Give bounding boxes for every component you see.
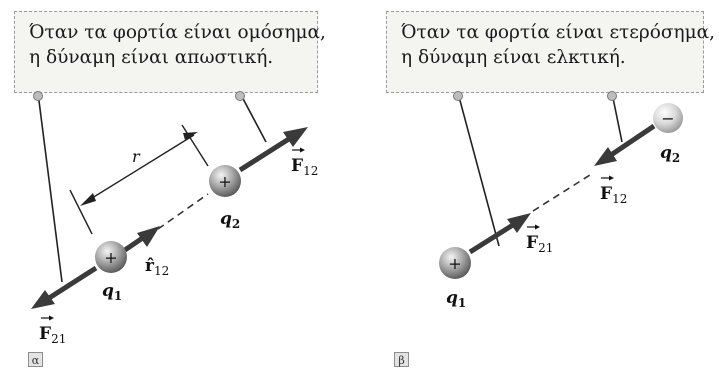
f12-b-vector-bar-head <box>609 175 614 181</box>
label-r: r <box>132 147 141 166</box>
panel-tag-b: β <box>394 352 409 367</box>
force-f21-arrowhead-b <box>507 213 531 233</box>
callout-a-leader-left-knob <box>33 91 43 101</box>
distance-arrowhead-right <box>183 132 198 140</box>
callout-a-line-1: Όταν τα φορτία είναι ομόσημα, <box>29 22 326 43</box>
label-q2-b: q2 <box>660 143 680 165</box>
panel-tag-a: α <box>28 352 43 367</box>
label-f12-a: F12 <box>291 156 318 178</box>
distance-tick-right <box>181 124 209 167</box>
force-f21-arrowhead-a <box>31 290 55 309</box>
distance-tick-left <box>69 189 93 235</box>
force-f21-arrow-b <box>468 220 518 255</box>
force-f12-arrow-b <box>606 123 656 160</box>
callout-b-line-2: η δύναμη είναι ελκτική. <box>401 47 626 68</box>
charge-q1-a <box>95 241 127 273</box>
callout-b-leader-right-knob <box>607 91 617 101</box>
distance-dimension-line <box>83 134 195 204</box>
charge-q1-a-sign: + <box>104 248 117 267</box>
label-f21-a: F21 <box>39 324 66 346</box>
callout-b-leader-right <box>611 92 623 143</box>
label-q1-b: q1 <box>446 288 466 310</box>
charge-q1-b <box>439 247 471 279</box>
f21-b-vector-bar-head <box>535 224 540 230</box>
force-f12-arrowhead-b <box>594 147 617 166</box>
charge-q2-b <box>653 103 683 133</box>
f21-a-vector-bar-head <box>49 315 54 321</box>
callout-a-leader-left <box>37 92 63 283</box>
charge-separation-line-a <box>157 193 209 230</box>
force-f21-arrow-a <box>44 265 98 303</box>
callout-a-leader-right <box>239 92 267 143</box>
charge-q2-a <box>209 165 241 197</box>
label-f21-b: F21 <box>526 233 553 255</box>
f12-a-vector-bar-head <box>300 147 305 153</box>
callout-box-a: Όταν τα φορτία είναι ομόσημα, η δύναμη ε… <box>14 11 326 93</box>
force-f12-arrow-a <box>238 134 294 173</box>
label-q2-a: q2 <box>220 209 240 231</box>
callout-b-leader-left <box>457 92 500 247</box>
callout-b-line-1: Όταν τα φορτία είναι ετερόσημα, <box>401 22 715 43</box>
distance-arrowhead-left <box>80 193 96 206</box>
unit-vector-arrowhead-a <box>137 226 160 247</box>
label-unit-vector-r12: r̂12 <box>145 256 169 278</box>
callout-a-leader-right-knob <box>235 91 245 101</box>
charge-q2-a-sign: + <box>218 172 231 191</box>
callout-a-line-2: η δύναμη είναι απωστική. <box>29 47 274 68</box>
callout-box-b: Όταν τα φορτία είναι ετερόσημα, η δύναμη… <box>386 11 715 93</box>
label-q1-a: q1 <box>102 281 122 303</box>
force-f12-arrowhead-a <box>283 127 308 147</box>
charge-q1-b-sign: + <box>448 254 461 273</box>
callout-b-leader-left-knob <box>453 91 463 101</box>
charge-q2-b-sign: − <box>661 109 674 128</box>
charge-separation-line-b <box>532 174 591 212</box>
label-f12-b: F12 <box>600 184 627 206</box>
